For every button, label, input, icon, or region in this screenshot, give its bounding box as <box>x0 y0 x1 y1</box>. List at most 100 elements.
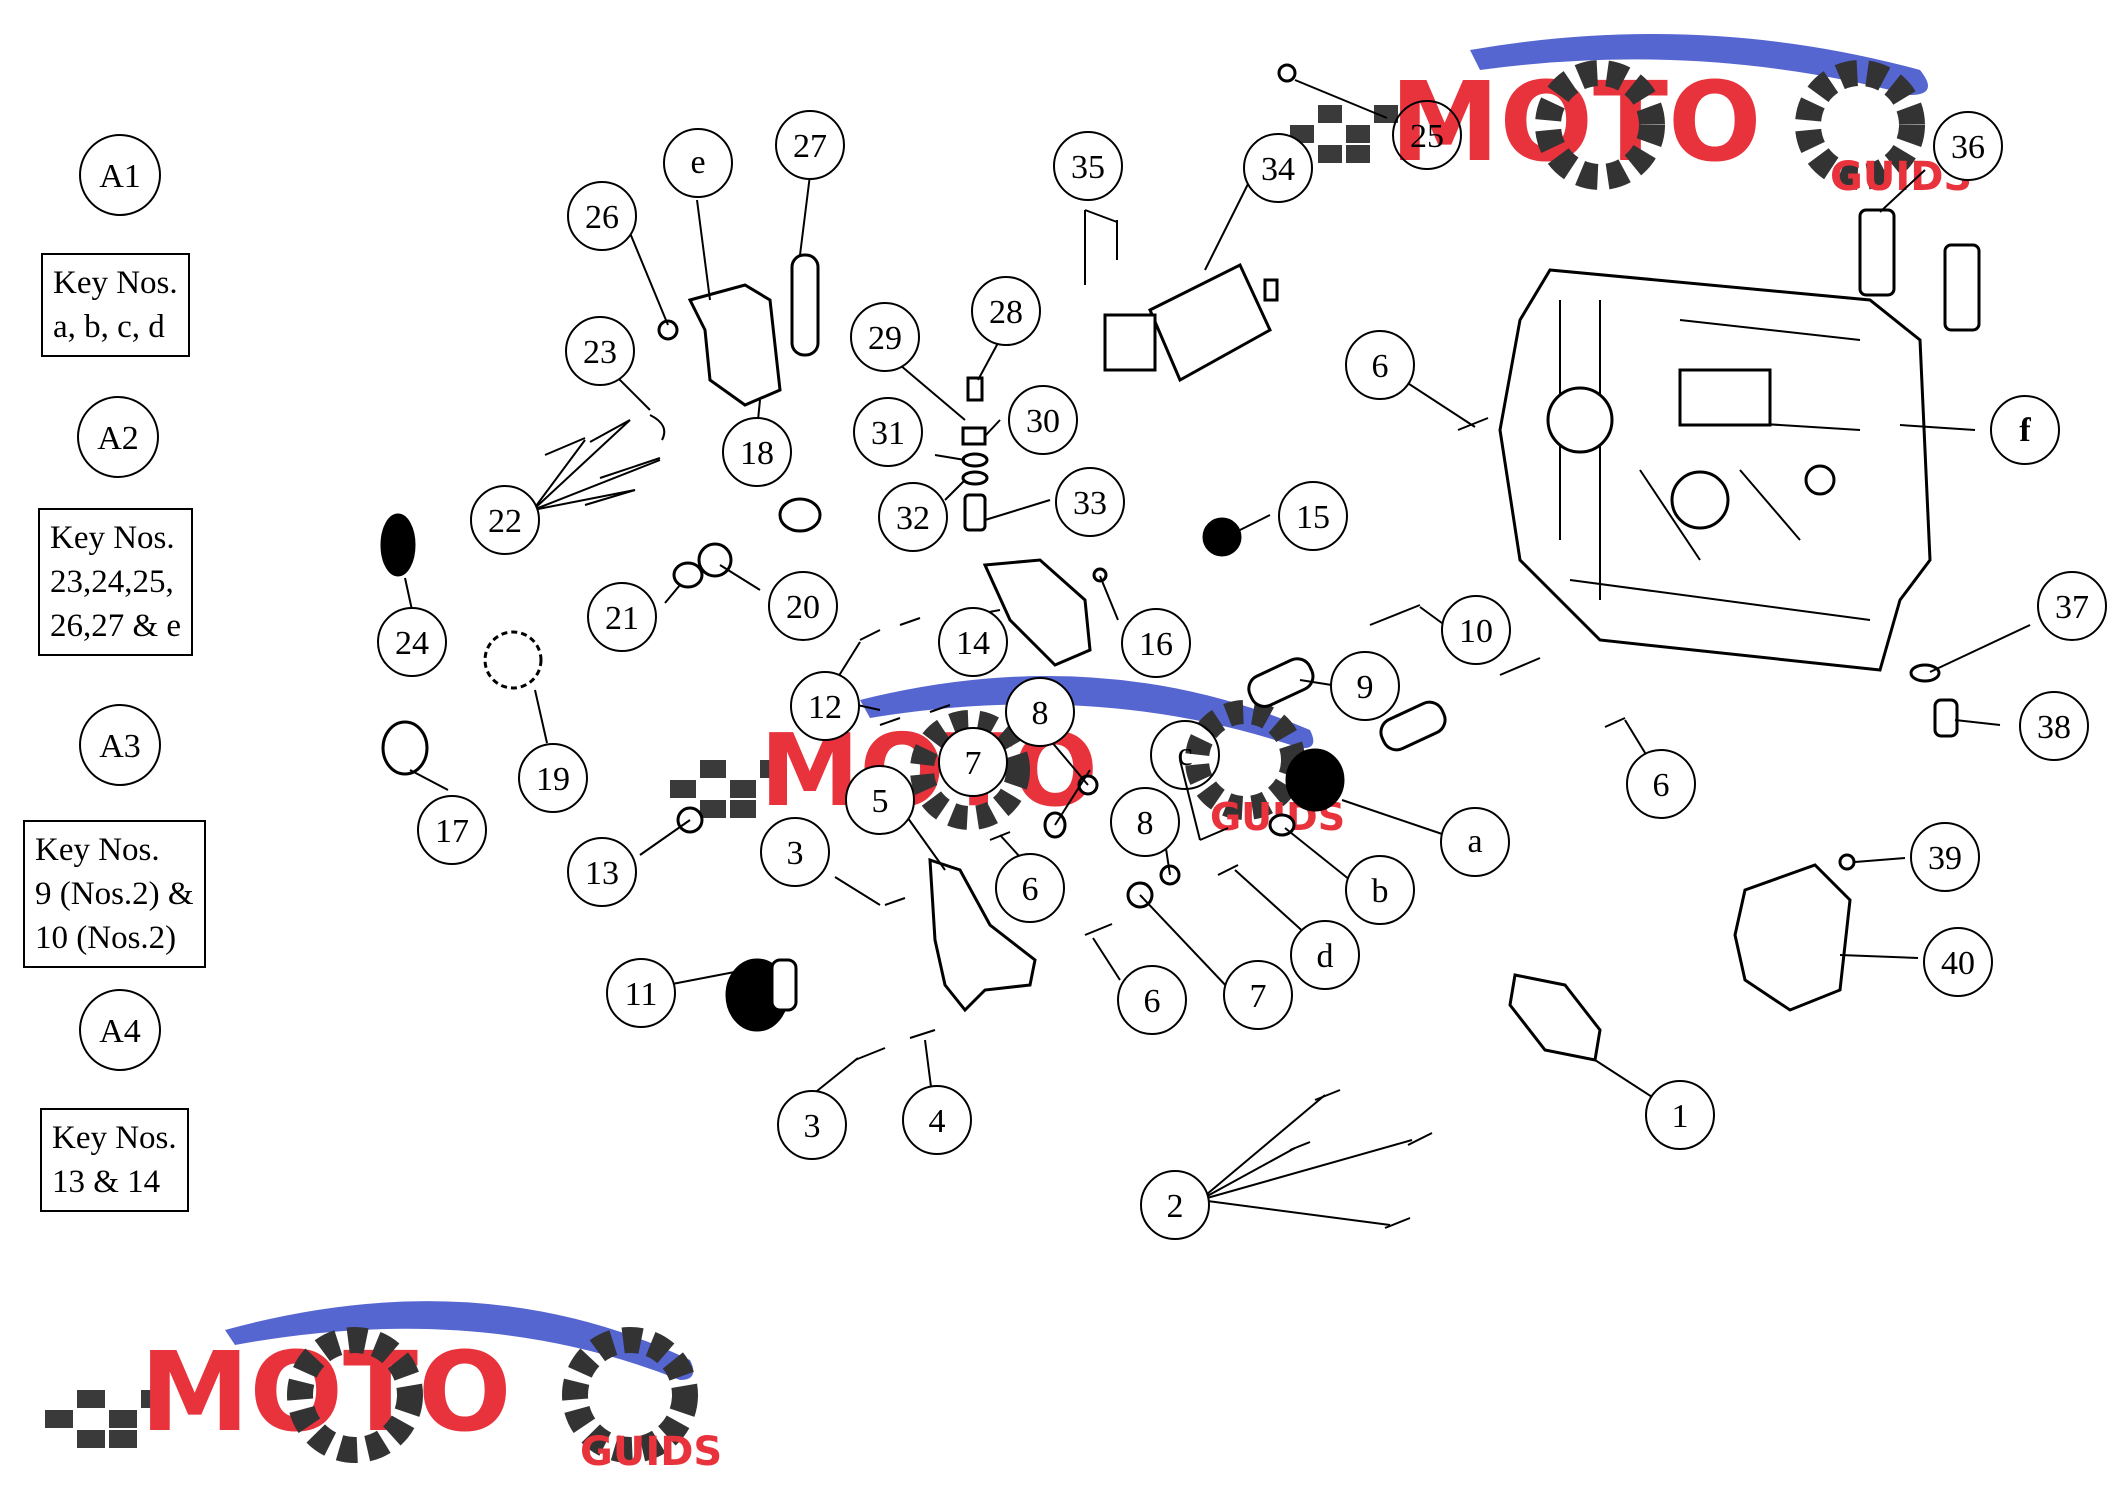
callout-10-label: 10 <box>1459 613 1493 650</box>
callout-e-label: e <box>690 144 705 181</box>
watermark-bottom-left: MOTO GUIDS <box>45 1301 722 1475</box>
seal-part-15 <box>1202 517 1242 557</box>
callout-39-label: 39 <box>1928 840 1962 877</box>
callout-8b: 8 <box>1110 787 1180 857</box>
callout-40-label: 40 <box>1941 945 1975 982</box>
key-box-a2-line-1: Key Nos. <box>50 520 175 556</box>
callout-8a: 8 <box>1005 677 1075 747</box>
key-group-a3: A3 <box>79 704 161 786</box>
watermark-brand-text: MOTO <box>1390 58 1762 186</box>
callout-37: 37 <box>2037 571 2107 641</box>
callout-33-label: 33 <box>1073 485 1107 522</box>
callout-6b: 6 <box>995 853 1065 923</box>
callout-12-label: 12 <box>808 689 842 726</box>
callout-4-label: 4 <box>929 1103 946 1140</box>
key-group-a1: A1 <box>79 134 161 216</box>
circlip-part-23 <box>649 414 666 441</box>
callout-13: 13 <box>567 837 637 907</box>
callout-14-label: 14 <box>956 625 990 662</box>
callout-8b-label: 8 <box>1137 805 1154 842</box>
callout-3a: 3 <box>760 817 830 887</box>
key-group-a2: A2 <box>77 396 159 478</box>
callout-6c-label: 6 <box>1653 767 1670 804</box>
washer-part-25 <box>1277 63 1297 83</box>
callout-25-label: 25 <box>1410 118 1444 155</box>
cover-part-40 <box>1733 863 1852 1012</box>
callout-34: 34 <box>1243 133 1313 203</box>
callout-6c: 6 <box>1626 749 1696 819</box>
key-box-a1-line-1: Key Nos. <box>53 265 178 301</box>
callout-a: a <box>1440 807 1510 877</box>
callout-17-label: 17 <box>435 813 469 850</box>
callout-27: 27 <box>775 110 845 180</box>
callout-33: 33 <box>1055 467 1125 537</box>
watermark-top-right: MOTO GUIDS <box>1290 34 1972 200</box>
callout-8a-label: 8 <box>1032 695 1049 732</box>
callout-15-label: 15 <box>1296 499 1330 536</box>
key-group-a4: A4 <box>79 989 161 1071</box>
callout-3b: 3 <box>777 1090 847 1160</box>
callout-30-label: 30 <box>1026 403 1060 440</box>
callout-6d-label: 6 <box>1144 983 1161 1020</box>
callout-38-label: 38 <box>2037 709 2071 746</box>
callout-6b-label: 6 <box>1022 871 1039 908</box>
callout-3b-label: 3 <box>804 1108 821 1145</box>
bush-part-9a <box>1247 657 1315 708</box>
callout-19-label: 19 <box>536 761 570 798</box>
callout-5-label: 5 <box>872 783 889 820</box>
callout-18-label: 18 <box>740 435 774 472</box>
callout-11-label: 11 <box>625 976 658 1013</box>
watermark-bottom-sub: GUIDS <box>580 1429 722 1475</box>
callout-a-label: a <box>1467 823 1482 860</box>
callout-7b-label: 7 <box>1250 978 1267 1015</box>
callout-7a-label: 7 <box>965 745 982 782</box>
sprocket-part-19 <box>483 630 543 690</box>
callout-11: 11 <box>606 958 676 1028</box>
callout-37-label: 37 <box>2055 589 2089 626</box>
callout-2: 2 <box>1140 1170 1210 1240</box>
key-box-a4-line-1: Key Nos. <box>52 1120 177 1156</box>
callout-34-label: 34 <box>1261 151 1295 188</box>
callout-23: 23 <box>565 316 635 386</box>
callout-f: f <box>1990 395 2060 465</box>
callout-16-label: 16 <box>1139 626 1173 663</box>
key-box-a3: Key Nos. 9 (Nos.2) & 10 (Nos.2) <box>23 820 206 968</box>
seal-part-18 <box>778 497 822 533</box>
callout-38: 38 <box>2019 691 2089 761</box>
callout-36-label: 36 <box>1951 129 1985 166</box>
callout-f-label: f <box>2019 412 2031 449</box>
bracket-part-e <box>687 283 782 407</box>
callout-6d: 6 <box>1117 965 1187 1035</box>
callout-32: 32 <box>878 482 948 552</box>
callout-14: 14 <box>938 607 1008 677</box>
bolts-part-22 <box>544 419 661 506</box>
circlip-part-26 <box>657 319 679 341</box>
callout-b: b <box>1345 855 1415 925</box>
gear-part-24 <box>380 513 416 577</box>
callout-d-label: d <box>1317 938 1334 975</box>
bush-part-9b <box>1379 700 1447 752</box>
callout-36: 36 <box>1933 111 2003 181</box>
key-group-a3-label: A3 <box>99 728 141 765</box>
dowels-part-6 <box>989 417 1626 936</box>
callouts: 1 2 3 3 4 5 6 6 6 6 6 7 7 8 8 9 10 11 12… <box>377 100 2107 1240</box>
callout-10: 10 <box>1441 595 1511 665</box>
callout-c: c <box>1150 720 1220 790</box>
callout-19: 19 <box>518 743 588 813</box>
pin-part-c <box>1199 827 1229 841</box>
cover-part-14 <box>982 558 1092 667</box>
pin-part-d <box>1217 864 1239 876</box>
key-box-a3-line-3: 10 (Nos.2) <box>35 920 177 956</box>
callout-21-label: 21 <box>605 600 639 637</box>
callout-25: 25 <box>1392 100 1462 170</box>
callout-5: 5 <box>845 765 915 835</box>
crankcase-part-f <box>1498 268 1932 672</box>
gear-part-a <box>1285 748 1345 812</box>
callout-7b: 7 <box>1223 960 1293 1030</box>
shafts-part-10 <box>1369 604 1541 676</box>
screw-part-39 <box>1838 853 1856 871</box>
starter-motor-part-34 <box>1103 262 1279 383</box>
callout-24-label: 24 <box>395 625 429 662</box>
valve-stack-parts-28-33 <box>961 376 989 532</box>
callout-c-label: c <box>1177 736 1192 773</box>
